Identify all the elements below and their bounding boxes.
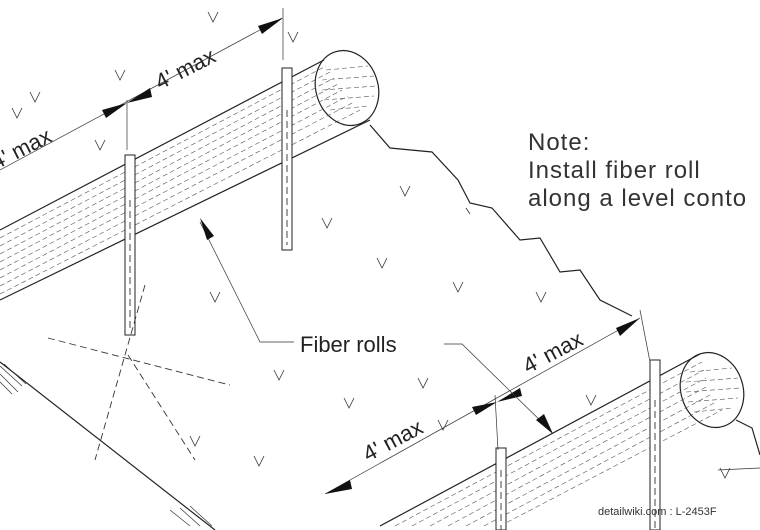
- dimension-arrowhead: [472, 402, 497, 415]
- leader-arrowhead: [200, 218, 214, 240]
- lower-stake-left: [495, 447, 507, 530]
- vegetation-marks: [11, 11, 731, 479]
- dimension-arrowhead: [616, 318, 640, 336]
- upper-roll-end-texture: [321, 65, 377, 111]
- installation-note: Note: Install fiber roll along a level c…: [528, 129, 747, 212]
- source-credit: detailwiki.com : L-2453F: [598, 506, 717, 518]
- lower-stake-right: [649, 359, 661, 530]
- fiber-rolls-callout-leaders: [199, 218, 553, 434]
- note-heading: Note:: [528, 129, 590, 156]
- note-line-2: along a level conto: [528, 185, 747, 212]
- ground-hatch-bottom: [169, 505, 213, 527]
- dimension-line-upper: [0, 8, 284, 171]
- dimension-label-bottom-right: 4' max: [519, 326, 587, 378]
- lower-roll-end-texture: [685, 367, 741, 413]
- upper-stake-left: [124, 154, 136, 336]
- construction-dashes: [47, 284, 231, 461]
- upper-fiber-roll: [0, 50, 380, 301]
- dimension-line-lower: [324, 309, 651, 495]
- leader-arrowhead: [536, 414, 553, 434]
- fiber-rolls-label: Fiber rolls: [300, 332, 397, 357]
- upper-roll-texture: [0, 65, 361, 295]
- note-line-1: Install fiber roll: [528, 157, 701, 184]
- dimension-label-top-right: 4' max: [151, 43, 219, 94]
- ground-hatch-left: [0, 363, 27, 395]
- ground-edges: [0, 124, 760, 530]
- upper-stake-right: [281, 67, 293, 251]
- lower-fiber-roll: [379, 352, 745, 527]
- dimension-arrowhead: [325, 480, 352, 494]
- lower-roll-texture: [394, 361, 723, 527]
- dimension-arrowhead: [102, 103, 127, 118]
- dimension-arrowhead: [127, 88, 152, 103]
- dimension-label-top-left: 4' max: [0, 123, 55, 174]
- dimension-label-bottom-left: 4' max: [359, 414, 427, 466]
- dimension-arrowhead: [258, 18, 283, 34]
- dimension-arrowhead: [497, 388, 522, 402]
